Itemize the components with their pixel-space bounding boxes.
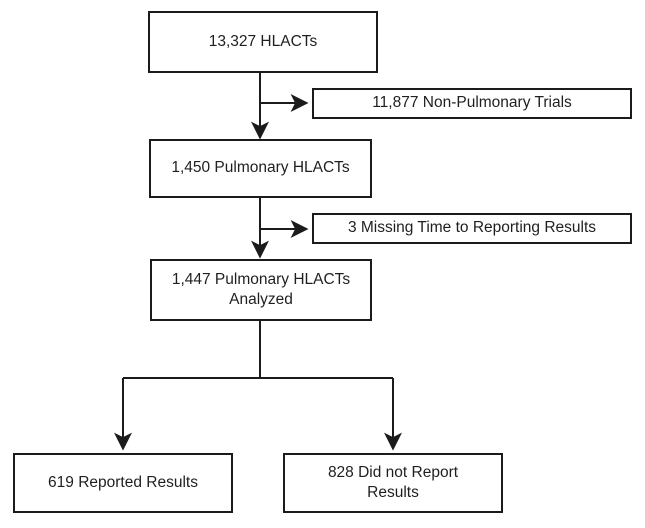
node-reported-results-label: 619 Reported Results [48,473,198,491]
node-missing-time-label: 3 Missing Time to Reporting Results [347,219,597,237]
split-connector [123,321,393,379]
node-pulmonary-hlacts-label: 1,450 Pulmonary HLACTs [171,159,350,177]
node-total-hlacts: 13,327 HLACTs [148,11,378,73]
node-missing-time: 3 Missing Time to Reporting Results [312,213,632,244]
node-analyzed: 1,447 Pulmonary HLACTs Analyzed [150,259,372,321]
node-reported-results: 619 Reported Results [13,453,233,513]
node-did-not-report-results: 828 Did not Report Results [283,453,503,513]
node-analyzed-label: 1,447 Pulmonary HLACTs Analyzed [171,270,351,308]
node-non-pulmonary-trials-label: 11,877 Non-Pulmonary Trials [372,94,572,112]
node-did-not-report-results-label: 828 Did not Report Results [327,463,459,501]
node-total-hlacts-label: 13,327 HLACTs [208,32,318,50]
node-pulmonary-hlacts: 1,450 Pulmonary HLACTs [149,139,372,198]
node-non-pulmonary-trials: 11,877 Non-Pulmonary Trials [312,88,632,119]
